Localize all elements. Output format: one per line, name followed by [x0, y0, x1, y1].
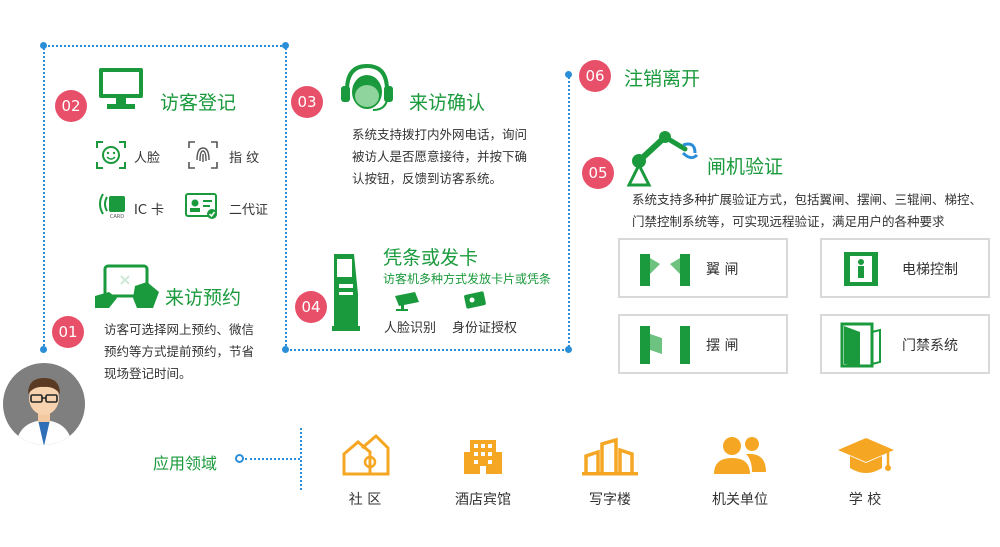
swing-gate-icon: [640, 326, 690, 364]
face-scan-icon: [96, 141, 126, 169]
step-title-02: 访客登记: [160, 92, 237, 114]
step-title-05: 闸机验证: [707, 156, 784, 178]
method-face: 人脸: [134, 151, 161, 166]
flow-line-top: [43, 45, 286, 47]
flow-dot: [40, 42, 47, 49]
step-title-04: 凭条或发卡: [383, 247, 479, 269]
step-title-01: 来访预约: [165, 287, 242, 309]
hotel-icon: [464, 440, 502, 474]
method-ic-card: IC 卡: [134, 203, 165, 218]
institution-users-icon: [714, 437, 766, 474]
step-badge-06: 06: [579, 60, 611, 92]
flow-line-bottom: [285, 349, 568, 351]
step-badge-02: 02: [55, 90, 87, 122]
step-badge-03: 03: [291, 86, 323, 118]
community-icon: [342, 433, 390, 476]
app-hotel: 酒店宾馆: [455, 492, 511, 508]
svg-text:CARD: CARD: [110, 214, 124, 220]
gate-label: 电梯控制: [902, 262, 958, 278]
wing-gate-icon: [640, 254, 690, 286]
id-card-icon: [185, 193, 217, 219]
flow-dot: [282, 346, 289, 353]
flow-line-middle: [285, 45, 287, 350]
step-badge-05: 05: [582, 157, 614, 189]
robot-arm-icon: [626, 131, 699, 187]
flow-dot: [282, 42, 289, 49]
computer-icon: [99, 68, 143, 109]
tablet-hand-icon: [95, 264, 159, 308]
headset-agent-icon: [341, 63, 393, 111]
step-desc-03: 系统支持拨打内外网电话，询问 被访人是否愿意接待，并按下确 认按钮，反馈到访客系…: [352, 127, 528, 186]
step-badge-01: 01: [52, 316, 84, 348]
door-icon: [840, 322, 881, 368]
gate-access-control: 门禁系统: [820, 314, 990, 374]
step-title-03: 来访确认: [409, 92, 486, 114]
applications-label: 应用领域: [153, 454, 218, 473]
visitor-avatar: [3, 363, 85, 445]
camera-icon: [395, 292, 419, 311]
applications-divider: [300, 428, 302, 490]
step-desc-01: 访客可选择网上预约、微信 预约等方式提前预约，节省 现场登记时间。: [104, 322, 255, 381]
gate-label: 翼 闸: [706, 262, 739, 278]
flow-dot: [565, 71, 572, 78]
app-institution: 机关单位: [712, 492, 768, 508]
step-subtitle-04: 访客机多种方式发放卡片或凭条: [383, 272, 552, 286]
step-title-06: 注销离开: [624, 68, 701, 90]
flow-dot: [40, 346, 47, 353]
fingerprint-icon: [188, 141, 218, 169]
gate-label: 门禁系统: [902, 338, 958, 354]
gate-label: 摆 闸: [706, 338, 739, 354]
gate-wing: 翼 闸: [618, 238, 788, 298]
app-office-building: 写字楼: [589, 492, 631, 508]
method-id-card: 二代证: [229, 203, 269, 218]
card-swipe-icon: [464, 291, 486, 309]
gate-elevator: 电梯控制: [820, 238, 990, 298]
applications-connector: [235, 454, 244, 463]
step-badge-04: 04: [295, 291, 327, 323]
item-face-recognition: 人脸识别: [384, 321, 437, 336]
method-fingerprint: 指 纹: [229, 151, 260, 166]
kiosk-icon: [332, 254, 360, 331]
flow-dot: [565, 346, 572, 353]
applications-line: [245, 458, 300, 460]
app-community: 社 区: [348, 492, 382, 508]
office-building-icon: [582, 437, 638, 476]
flow-line-right: [568, 74, 570, 350]
elevator-icon: [844, 252, 878, 286]
ic-card-icon: CARD: [99, 193, 125, 220]
flow-line-left: [43, 45, 45, 350]
app-school: 学 校: [848, 492, 882, 508]
step-desc-05: 系统支持多种扩展验证方式，包括翼闸、摆闸、三辊闸、梯控、 门禁控制系统等，可实现…: [632, 192, 983, 229]
gate-swing: 摆 闸: [618, 314, 788, 374]
item-id-authorization: 身份证授权: [452, 321, 518, 336]
graduation-cap-icon: [838, 438, 894, 473]
